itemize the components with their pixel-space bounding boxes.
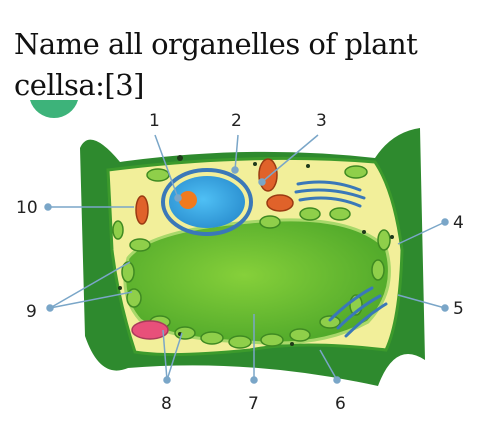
golgi-apparatus xyxy=(294,180,366,208)
label-4: 4 xyxy=(453,213,464,233)
pink-organelle xyxy=(131,320,169,340)
ribosome-dots xyxy=(118,155,394,346)
label-1: 1 xyxy=(149,111,160,131)
label-3: 3 xyxy=(316,111,327,131)
nuclear-envelope xyxy=(161,168,253,236)
question-text: Name all organelles of plant cellsa:[3] xyxy=(14,24,494,106)
endoplasmic-reticulum xyxy=(328,286,388,338)
nucleolus xyxy=(179,191,197,209)
label-6: 6 xyxy=(335,394,346,414)
chloroplast-group xyxy=(112,165,391,349)
label-7: 7 xyxy=(248,394,259,414)
label-10: 10 xyxy=(16,198,38,218)
question-line-2: cellsa:[3] xyxy=(14,68,144,102)
pointer-lines xyxy=(44,134,449,384)
label-9: 9 xyxy=(26,302,37,322)
label-2: 2 xyxy=(231,111,242,131)
nucleus xyxy=(169,176,245,228)
decorative-circle-fragment xyxy=(30,100,78,119)
question-line-1: Name all organelles of plant xyxy=(14,27,418,61)
label-5: 5 xyxy=(453,299,464,319)
label-8: 8 xyxy=(161,394,172,414)
